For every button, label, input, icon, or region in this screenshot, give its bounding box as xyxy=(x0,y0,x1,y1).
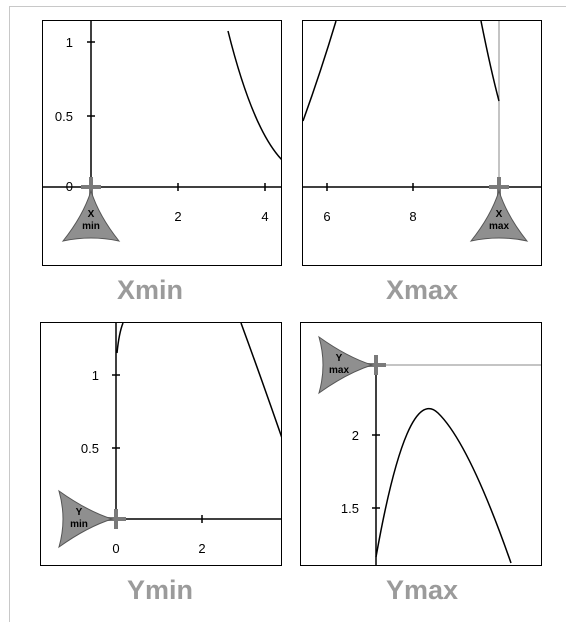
ymin-caption: Ymin xyxy=(126,575,193,605)
xmin-x-tick-2: 2 xyxy=(174,209,181,224)
ymin-axes xyxy=(112,323,281,523)
xmin-graph-panel[interactable]: 1 0.5 0 2 4 X min xyxy=(42,20,282,266)
xmin-y-tick-0: 0 xyxy=(66,179,73,194)
xmax-marker-label-bottom: max xyxy=(489,221,509,232)
ymax-marker-label-bottom: max xyxy=(329,365,349,376)
y-min-marker-icon[interactable]: Y min xyxy=(58,489,114,549)
y-max-marker-icon[interactable]: Y max xyxy=(318,335,374,395)
ymin-curve-right xyxy=(240,323,281,438)
xmax-x-tick-6: 6 xyxy=(323,209,330,224)
xmax-x-tick-8: 8 xyxy=(409,209,416,224)
ymax-y-tick-1-5: 1.5 xyxy=(341,501,359,516)
ymin-y-tick-0-5: 0.5 xyxy=(81,441,99,456)
ymax-marker-label-top: Y xyxy=(336,353,343,364)
ymin-x-tick-0: 0 xyxy=(112,541,119,556)
xmax-curve-right xyxy=(480,21,500,102)
ymax-caption: Ymax xyxy=(385,575,459,605)
ymax-curve xyxy=(375,407,512,564)
x-max-marker-icon[interactable]: X max xyxy=(469,189,529,242)
ymin-marker-label-bottom: min xyxy=(70,519,88,530)
xmin-marker-label-bottom: min xyxy=(82,221,100,232)
xmin-marker-label-top: X xyxy=(88,209,95,220)
xmin-caption: Xmin xyxy=(116,275,183,305)
ymin-graph-panel[interactable]: 1 0.5 0 2 Y min xyxy=(40,322,282,566)
xmin-axes xyxy=(43,21,281,191)
xmax-graph-panel[interactable]: 6 8 X max xyxy=(302,20,542,266)
xmax-marker-label-top: X xyxy=(496,209,503,220)
xmin-x-tick-4: 4 xyxy=(261,209,268,224)
xmin-y-tick-1: 1 xyxy=(66,35,73,50)
ymax-y-tick-2: 2 xyxy=(352,428,359,443)
ymax-axes xyxy=(372,364,541,565)
ymin-marker-label-top: Y xyxy=(76,507,83,518)
ymin-x-tick-2: 2 xyxy=(198,541,205,556)
xmax-axes xyxy=(303,21,541,191)
xmin-curve xyxy=(227,30,281,160)
ymin-curve-left xyxy=(116,323,124,354)
xmax-curve-left xyxy=(303,21,337,122)
xmax-caption: Xmax xyxy=(385,275,459,305)
x-min-marker-icon[interactable]: X min xyxy=(61,189,121,242)
ymax-graph-panel[interactable]: 2 1.5 Y max xyxy=(300,322,542,566)
xmin-y-tick-0-5: 0.5 xyxy=(55,109,73,124)
ymin-y-tick-1: 1 xyxy=(92,368,99,383)
